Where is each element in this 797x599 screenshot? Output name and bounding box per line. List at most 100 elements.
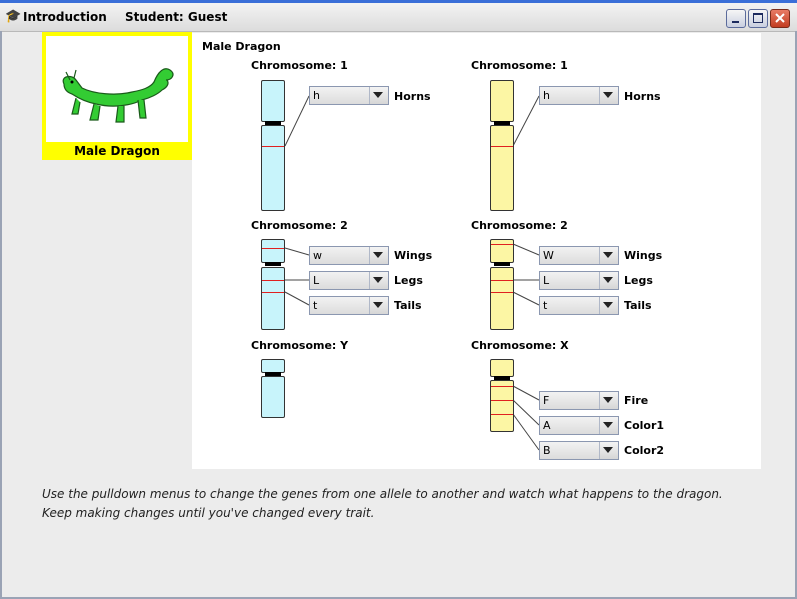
right-color2-value: B bbox=[543, 444, 551, 457]
right-chromosome-x-title: Chromosome: X bbox=[471, 339, 569, 352]
instructions-line-2: Keep making changes until you've changed… bbox=[42, 506, 375, 520]
dropdown-arrow-icon bbox=[599, 272, 618, 289]
left-horns-value: h bbox=[313, 89, 320, 102]
maximize-button[interactable] bbox=[748, 9, 768, 28]
window-border-right bbox=[795, 31, 797, 599]
right-chromosome-2-arm-top bbox=[490, 239, 514, 263]
right-chromosome-2-centromere bbox=[494, 262, 510, 266]
dropdown-arrow-icon bbox=[369, 297, 388, 314]
right-tails-value: t bbox=[543, 299, 548, 312]
dropdown-arrow-icon bbox=[599, 247, 618, 264]
left-chromosome-y-title: Chromosome: Y bbox=[251, 339, 349, 352]
right-chromosome-2-band-wings bbox=[491, 244, 513, 245]
student-label: Student: Guest bbox=[125, 10, 228, 24]
dragon-icon bbox=[62, 68, 174, 123]
dropdown-arrow-icon bbox=[599, 442, 618, 459]
left-chromosome-2-centromere bbox=[265, 262, 281, 266]
dropdown-arrow-icon bbox=[599, 297, 618, 314]
left-horns-label: Horns bbox=[394, 90, 431, 103]
left-chromosome-1-title: Chromosome: 1 bbox=[251, 59, 348, 72]
dragon-thumbnail[interactable]: Male Dragon bbox=[42, 32, 192, 160]
left-legs-label: Legs bbox=[394, 274, 423, 287]
left-chromosome-1-gene-band bbox=[262, 146, 284, 147]
left-legs-select[interactable]: L bbox=[309, 271, 389, 290]
left-chromosome-2-band-wings bbox=[262, 248, 284, 249]
right-chromosome-x-arm-top bbox=[490, 359, 514, 377]
desktop-strip bbox=[0, 0, 797, 3]
right-color1-label: Color1 bbox=[624, 419, 665, 432]
right-legs-select[interactable]: L bbox=[539, 271, 619, 290]
left-tails-select[interactable]: t bbox=[309, 296, 389, 315]
left-chromosome-2-band-legs bbox=[262, 280, 284, 281]
right-color1-value: A bbox=[543, 419, 551, 432]
left-horns-select[interactable]: h bbox=[309, 86, 389, 105]
dragon-image bbox=[46, 36, 188, 142]
left-chromosome-y-arm-top bbox=[261, 359, 285, 373]
left-chromosome-2-title: Chromosome: 2 bbox=[251, 219, 348, 232]
right-chromosome-2-title: Chromosome: 2 bbox=[471, 219, 568, 232]
right-chromosome-1-title: Chromosome: 1 bbox=[471, 59, 568, 72]
right-color2-select[interactable]: B bbox=[539, 441, 619, 460]
right-legs-value: L bbox=[543, 274, 550, 287]
right-horns-label: Horns bbox=[624, 90, 661, 103]
dropdown-arrow-icon bbox=[369, 272, 388, 289]
right-wings-select[interactable]: W bbox=[539, 246, 619, 265]
right-horns-value: h bbox=[543, 89, 550, 102]
right-fire-value: F bbox=[543, 394, 550, 407]
right-chromosome-2-band-legs bbox=[491, 280, 513, 281]
right-chromosome-x-band-color2 bbox=[491, 414, 513, 415]
left-wings-select[interactable]: w bbox=[309, 246, 389, 265]
instructions-text: Use the pulldown menus to change the gen… bbox=[42, 485, 782, 523]
app-icon: 🎓 bbox=[5, 9, 22, 24]
right-chromosome-1-arm-bottom bbox=[490, 125, 514, 211]
right-fire-select[interactable]: F bbox=[539, 391, 619, 410]
dropdown-arrow-icon bbox=[599, 87, 618, 104]
dropdown-arrow-icon bbox=[369, 247, 388, 264]
right-chromosome-x-band-color1 bbox=[491, 400, 513, 401]
left-chromosome-1-centromere bbox=[265, 121, 281, 125]
dropdown-arrow-icon bbox=[369, 87, 388, 104]
thumbnail-caption: Male Dragon bbox=[74, 144, 160, 158]
right-fire-label: Fire bbox=[624, 394, 649, 407]
maximize-icon bbox=[753, 13, 763, 23]
left-chromosome-y-centromere bbox=[265, 372, 281, 376]
right-tails-select[interactable]: t bbox=[539, 296, 619, 315]
left-chromosome-2-band-tails bbox=[262, 292, 284, 293]
dropdown-arrow-icon bbox=[599, 392, 618, 409]
panel-heading: Male Dragon bbox=[202, 40, 281, 53]
minimize-button[interactable] bbox=[726, 9, 746, 28]
right-legs-label: Legs bbox=[624, 274, 653, 287]
right-color2-label: Color2 bbox=[624, 444, 665, 457]
left-wings-label: Wings bbox=[394, 249, 433, 262]
right-color1-select[interactable]: A bbox=[539, 416, 619, 435]
left-tails-label: Tails bbox=[394, 299, 422, 312]
left-chromosome-1-arm-top bbox=[261, 80, 285, 122]
instructions-line-1: Use the pulldown menus to change the gen… bbox=[42, 487, 723, 501]
right-chromosome-x-centromere bbox=[494, 376, 510, 380]
left-chromosome-y-arm-bottom bbox=[261, 376, 285, 418]
right-chromosome-x-band-fire bbox=[491, 386, 513, 387]
left-wings-value: w bbox=[313, 249, 322, 262]
right-tails-label: Tails bbox=[624, 299, 652, 312]
right-wings-label: Wings bbox=[624, 249, 663, 262]
left-legs-value: L bbox=[313, 274, 320, 287]
left-chromosome-2-arm-bottom bbox=[261, 267, 285, 330]
dropdown-arrow-icon bbox=[599, 417, 618, 434]
window-border-bottom bbox=[0, 597, 797, 599]
title-bar: 🎓 Introduction Student: Guest bbox=[0, 3, 797, 32]
left-tails-value: t bbox=[313, 299, 318, 312]
right-chromosome-x-arm-bottom bbox=[490, 380, 514, 432]
left-chromosome-1-arm-bottom bbox=[261, 125, 285, 211]
right-horns-select[interactable]: h bbox=[539, 86, 619, 105]
left-chromosome-2-arm-top bbox=[261, 239, 285, 263]
right-chromosome-1-centromere bbox=[494, 121, 510, 125]
right-chromosome-1-gene-band bbox=[491, 146, 513, 147]
right-chromosome-2-arm-bottom bbox=[490, 267, 514, 330]
right-chromosome-1-arm-top bbox=[490, 80, 514, 122]
close-button[interactable] bbox=[770, 9, 790, 28]
right-wings-value: W bbox=[543, 249, 554, 262]
window-title: Introduction bbox=[23, 10, 107, 24]
minimize-icon bbox=[732, 21, 739, 23]
close-icon bbox=[775, 13, 785, 23]
